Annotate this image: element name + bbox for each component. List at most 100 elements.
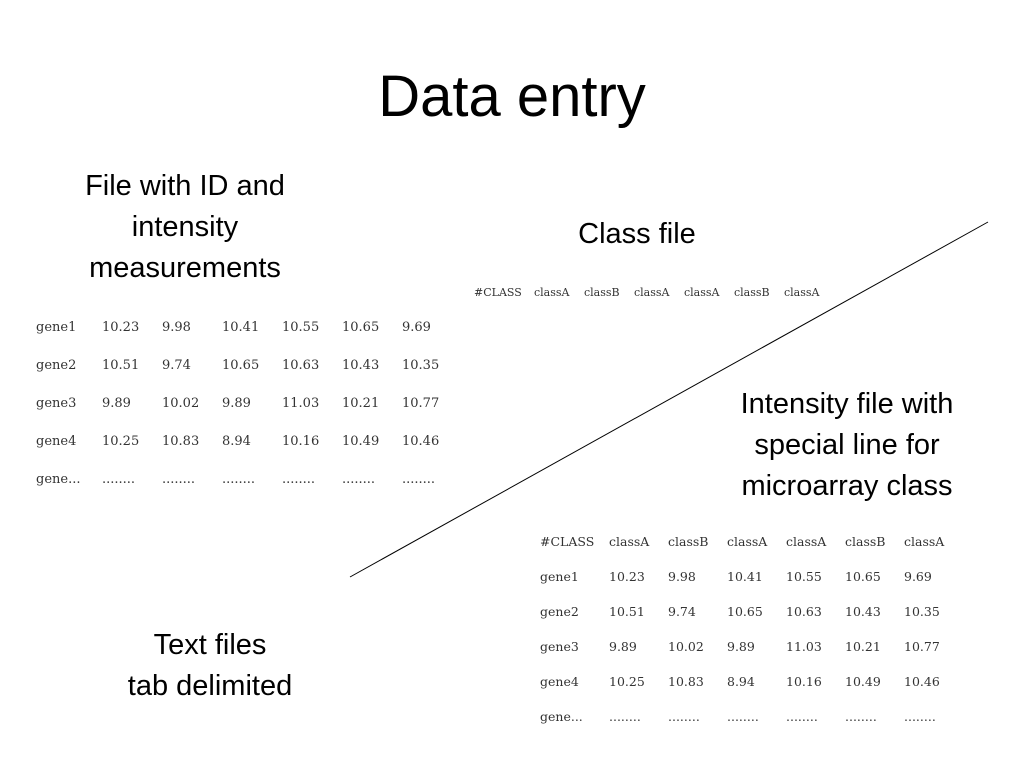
table-cell: 10.23 [102, 319, 140, 335]
text-files-label-line: Text files [153, 629, 267, 661]
table-cell: 10.65 [727, 604, 763, 619]
table-cell: 10.49 [845, 674, 881, 689]
class-file-table: #CLASS classA classB classA classA class… [474, 283, 834, 301]
table-cell: ........ [668, 709, 700, 724]
intensity-file-label-line: Intensity file with [740, 388, 954, 420]
class-cell: #CLASS [474, 285, 522, 299]
intensity-file-label: Intensity file with special line for mic… [700, 384, 994, 507]
class-cell: classB [584, 285, 620, 299]
table-cell: 9.98 [668, 569, 696, 584]
table-cell: 10.21 [845, 639, 881, 654]
table-cell: 10.46 [904, 674, 940, 689]
table-cell: 10.63 [786, 604, 822, 619]
table-cell: 8.94 [222, 433, 251, 449]
table-cell: gene1 [540, 569, 579, 584]
table-cell: 10.25 [609, 674, 645, 689]
table-cell: 10.63 [282, 357, 320, 373]
table-cell: ........ [162, 471, 196, 487]
table-cell: ........ [282, 471, 316, 487]
table-cell: gene... [540, 709, 583, 724]
class-cell: classA [684, 285, 720, 299]
table-cell: classA [904, 534, 945, 549]
slide-title: Data entry [378, 64, 646, 129]
table-cell: 9.69 [402, 319, 431, 335]
table-cell: 10.46 [402, 433, 440, 449]
table-cell: classA [727, 534, 768, 549]
table-cell: classB [845, 534, 886, 549]
class-cell: classA [534, 285, 570, 299]
table-cell: 9.89 [102, 395, 131, 411]
table-cell: 10.65 [222, 357, 260, 373]
table-cell: gene3 [36, 395, 77, 411]
class-row: #CLASS classA classB classA classA class… [474, 283, 834, 301]
table-cell: ........ [222, 471, 256, 487]
table-cell: 9.89 [727, 639, 755, 654]
table-cell: gene2 [36, 357, 77, 373]
table-cell: ........ [102, 471, 136, 487]
table-cell: ........ [845, 709, 877, 724]
table-cell: 10.35 [402, 357, 440, 373]
table-cell: ........ [402, 471, 436, 487]
table-cell: 9.89 [222, 395, 251, 411]
table-cell: 10.23 [609, 569, 645, 584]
table-row: gene2 10.51 9.74 10.65 10.63 10.43 10.35 [540, 594, 963, 629]
class-file-label: Class file [537, 214, 737, 255]
text-files-label: Text files tab delimited [90, 625, 330, 707]
id-file-label-line: intensity [131, 211, 239, 243]
table-cell: 10.21 [342, 395, 380, 411]
table-cell: 10.41 [222, 319, 260, 335]
table-cell: gene1 [36, 319, 77, 335]
table-cell: 8.94 [727, 674, 755, 689]
table-cell: 9.69 [904, 569, 932, 584]
table-cell: gene2 [540, 604, 579, 619]
table-cell: 10.43 [845, 604, 881, 619]
id-file-table: gene1 10.23 9.98 10.41 10.55 10.65 9.69 gene2 10… [36, 308, 462, 498]
table-cell: 11.03 [786, 639, 822, 654]
table-cell: classB [668, 534, 709, 549]
table-cell: 10.49 [342, 433, 380, 449]
table-cell: 10.55 [282, 319, 320, 335]
table-cell: 10.83 [668, 674, 704, 689]
table-cell: gene... [36, 471, 81, 487]
table-cell: #CLASS [540, 534, 595, 549]
table-cell: 9.74 [162, 357, 191, 373]
table-cell: 10.77 [904, 639, 940, 654]
table-cell: ........ [342, 471, 376, 487]
table-cell: 10.51 [609, 604, 645, 619]
table-cell: 11.03 [282, 395, 320, 411]
table-cell: 10.35 [904, 604, 940, 619]
table-cell: 10.65 [845, 569, 881, 584]
class-cell: classA [634, 285, 670, 299]
table-cell: gene3 [540, 639, 579, 654]
id-file-label-line: File with ID and [85, 170, 285, 202]
table-cell: 9.98 [162, 319, 191, 335]
class-cell: classA [784, 285, 820, 299]
table-cell: 9.89 [609, 639, 637, 654]
table-cell: gene4 [540, 674, 579, 689]
table-row: gene....................................… [36, 460, 462, 498]
intensity-file-label-line: special line for [754, 429, 940, 461]
id-file-label-line: measurements [89, 252, 281, 284]
table-cell: 10.16 [282, 433, 320, 449]
class-file-label-line: Class file [578, 218, 696, 250]
table-cell: 10.02 [162, 395, 200, 411]
table-cell: 10.65 [342, 319, 380, 335]
text-files-label-line: tab delimited [127, 670, 293, 702]
table-cell: 10.41 [727, 569, 763, 584]
table-cell: 10.55 [786, 569, 822, 584]
table-cell: ........ [727, 709, 759, 724]
table-row: gene....................................… [540, 699, 963, 734]
table-cell: 10.83 [162, 433, 200, 449]
table-cell: ........ [786, 709, 818, 724]
table-cell: 9.74 [668, 604, 696, 619]
table-cell: gene4 [36, 433, 77, 449]
table-cell: 10.51 [102, 357, 140, 373]
